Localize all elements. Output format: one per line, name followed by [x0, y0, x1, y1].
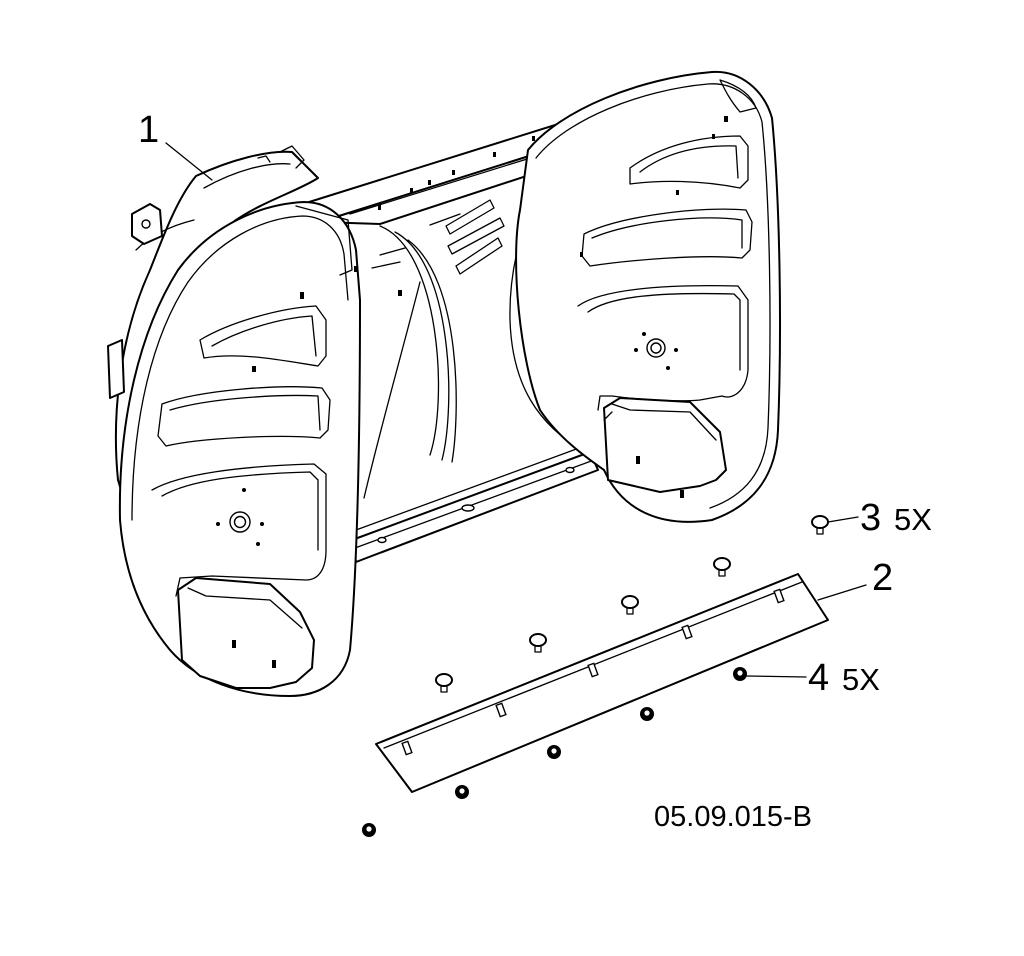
callout-3-quantity: 5X [894, 502, 932, 537]
callout-3-number: 3 [860, 497, 881, 539]
nut [362, 823, 376, 837]
nut [640, 707, 654, 721]
bolt [435, 673, 453, 693]
leader-lines [165, 142, 867, 678]
callout-4-number: 4 [808, 657, 829, 699]
bolt [621, 595, 639, 615]
carriage-bolts [435, 515, 829, 693]
left-side-plate [118, 201, 402, 697]
nut [733, 667, 747, 681]
bolt [811, 515, 829, 535]
bolt [713, 557, 731, 577]
drawing-reference-number: 05.09.015-B [654, 801, 812, 833]
bottom-cross-channel [351, 443, 599, 563]
bolt [529, 633, 547, 653]
nut [547, 745, 561, 759]
callout-4-quantity: 5X [842, 662, 880, 697]
callout-1-number: 1 [138, 109, 159, 151]
shave-plate [375, 573, 829, 793]
auger-housing [107, 70, 781, 697]
callout-2-number: 2 [872, 557, 893, 599]
nut [455, 785, 469, 799]
right-side-plate [515, 70, 781, 523]
hex-nuts [362, 667, 747, 837]
